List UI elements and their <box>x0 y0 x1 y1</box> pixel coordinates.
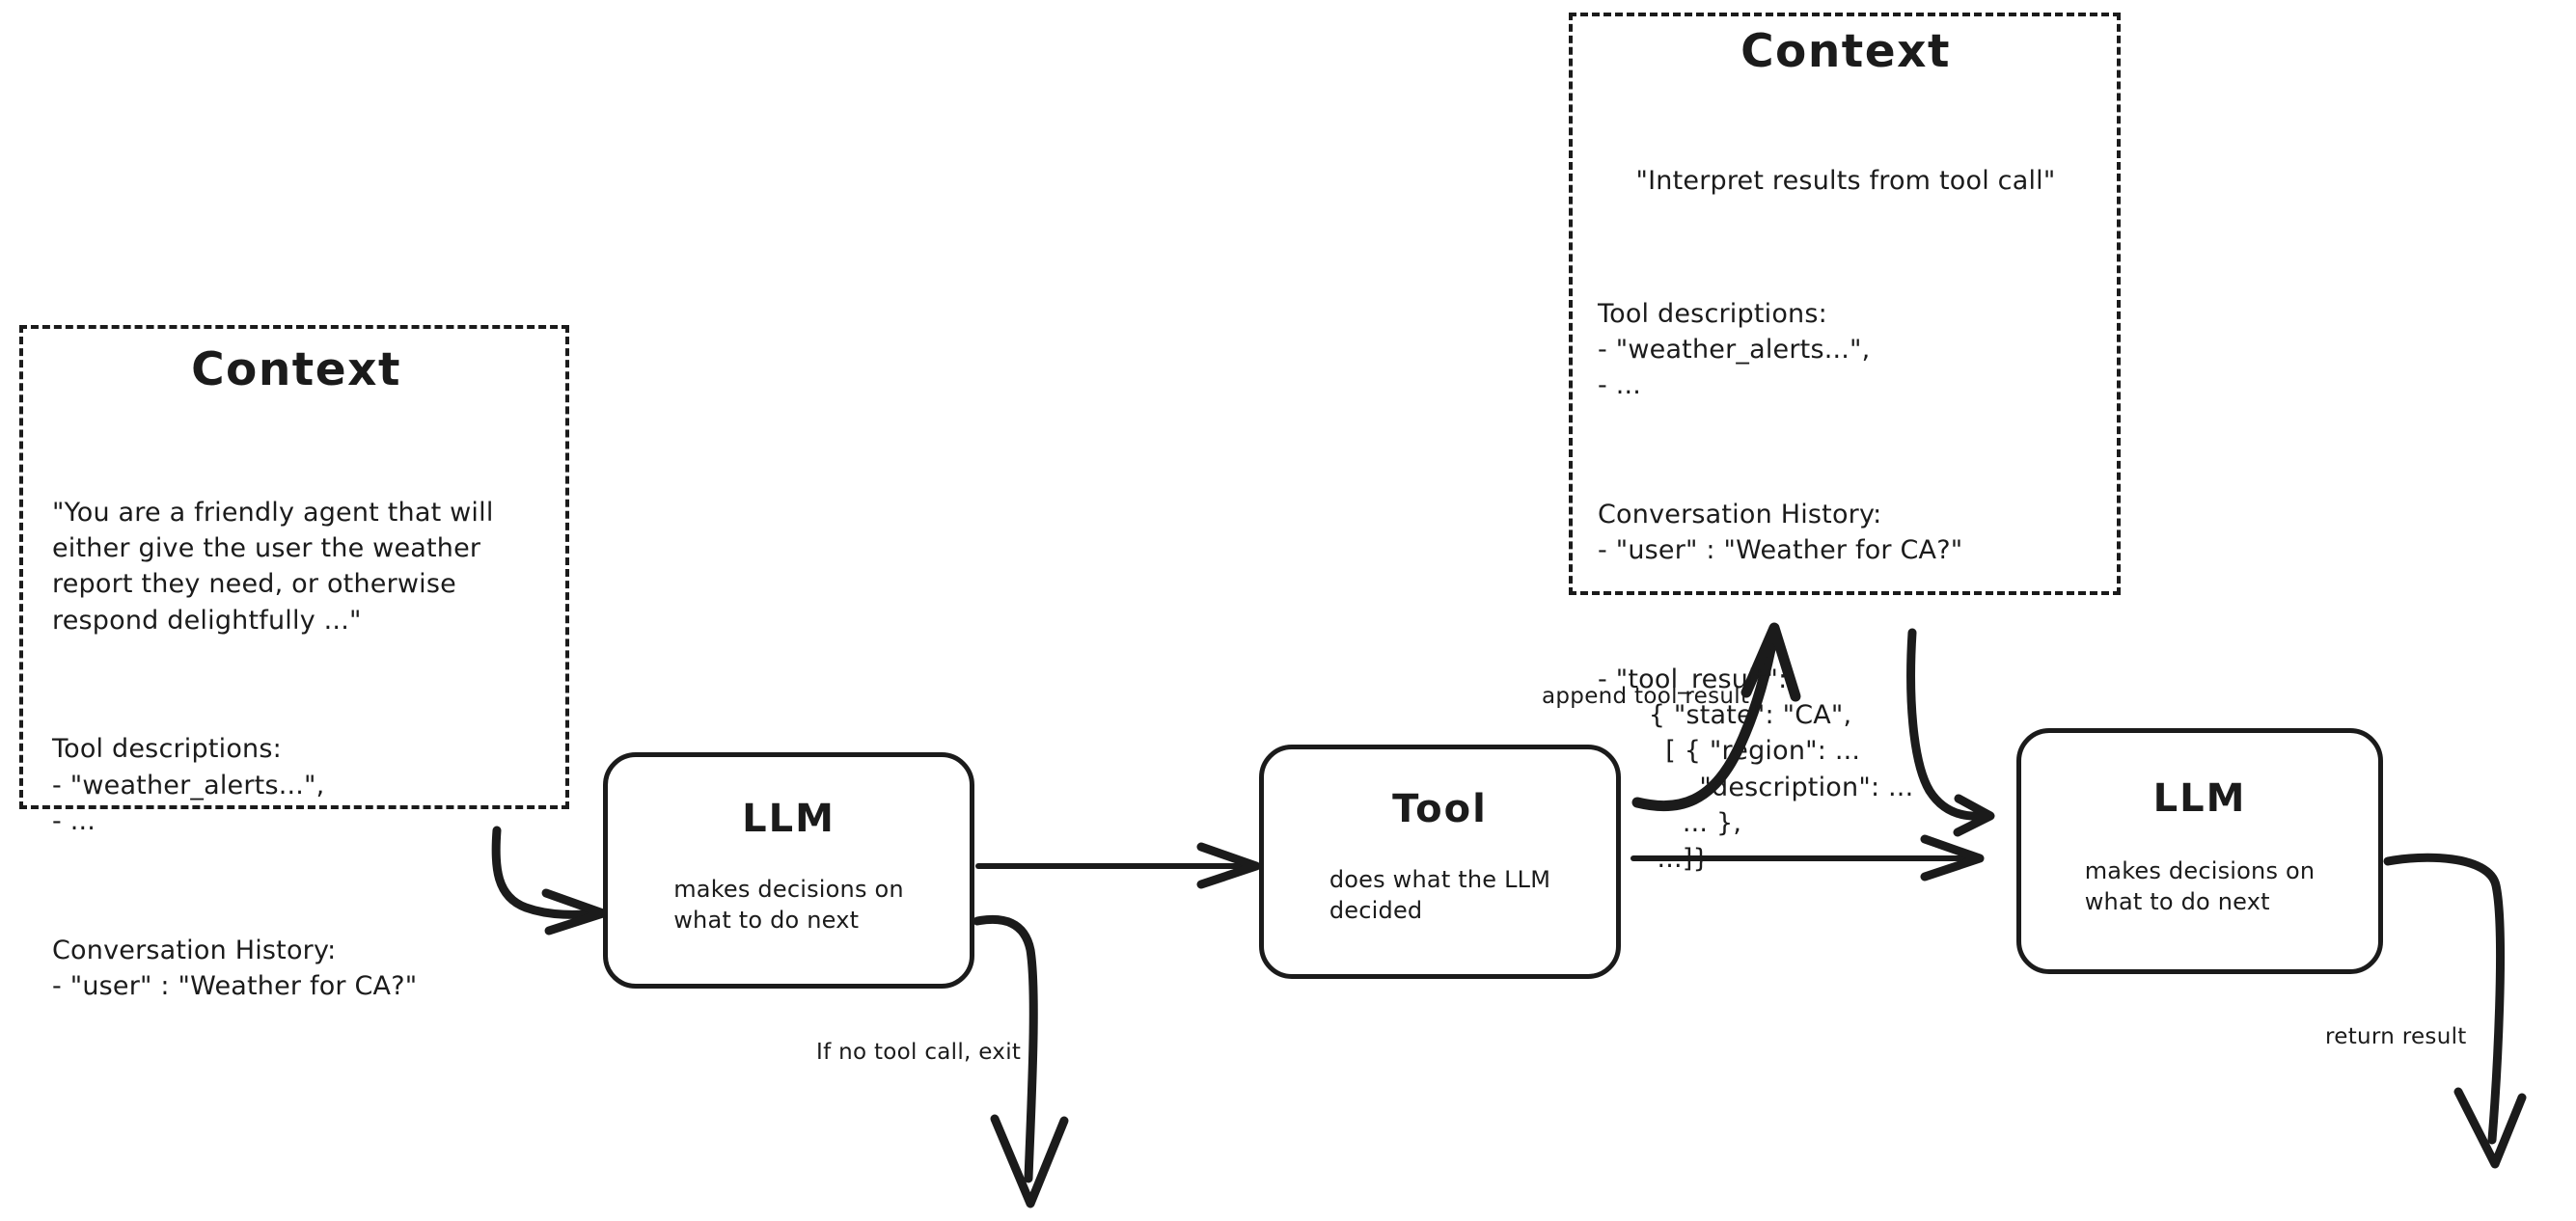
context-right-body: "Interpret results from tool call" Tool … <box>1598 91 2094 949</box>
edge-llm1-to-tool <box>975 842 1261 889</box>
node-llm-second[interactable]: LLM makes decisions on what to do next <box>2016 728 2383 974</box>
edge-label-exit: If no tool call, exit <box>816 1040 1022 1065</box>
edge-label-append-tool-result: append tool result <box>1542 684 1750 709</box>
context-box-after-tool: Context "Interpret results from tool cal… <box>1569 13 2121 874</box>
context-left-body: "You are a friendly agent that will eith… <box>52 422 540 1075</box>
context-right-system-prompt: "Interpret results from tool call" <box>1635 165 2056 196</box>
context-right-tool-result: - "tool_result": { "state": "CA", [ { "r… <box>1598 664 1914 875</box>
context-left-conversation-history: Conversation History: - "user" : "Weathe… <box>52 935 418 1001</box>
node-tool-title: Tool <box>1392 787 1488 831</box>
edge-label-return-result: return result <box>2325 1024 2467 1049</box>
edge-llm2-return <box>2383 853 2527 1169</box>
context-right-tool-descriptions: Tool descriptions: - "weather_alerts..."… <box>1598 298 1871 401</box>
node-tool-subtitle: does what the LLM decided <box>1329 866 1551 924</box>
node-llm-first-subtitle: makes decisions on what to do next <box>673 876 904 934</box>
node-llm-first-title: LLM <box>742 797 836 841</box>
context-box-initial: Context "You are a friendly agent that w… <box>19 325 569 1001</box>
context-left-title: Context <box>191 343 401 396</box>
context-left-tool-descriptions: Tool descriptions: - "weather_alerts..."… <box>52 734 325 836</box>
node-llm-second-subtitle: makes decisions on what to do next <box>2084 857 2316 915</box>
node-tool[interactable]: Tool does what the LLM decided <box>1259 745 1621 979</box>
node-llm-second-title: LLM <box>2152 776 2247 821</box>
context-right-title: Context <box>1740 25 1951 78</box>
context-left-system-prompt: "You are a friendly agent that will eith… <box>52 497 494 636</box>
node-llm-first[interactable]: LLM makes decisions on what to do next <box>603 752 974 989</box>
context-right-conversation-history: Conversation History: - "user" : "Weathe… <box>1598 499 1963 566</box>
